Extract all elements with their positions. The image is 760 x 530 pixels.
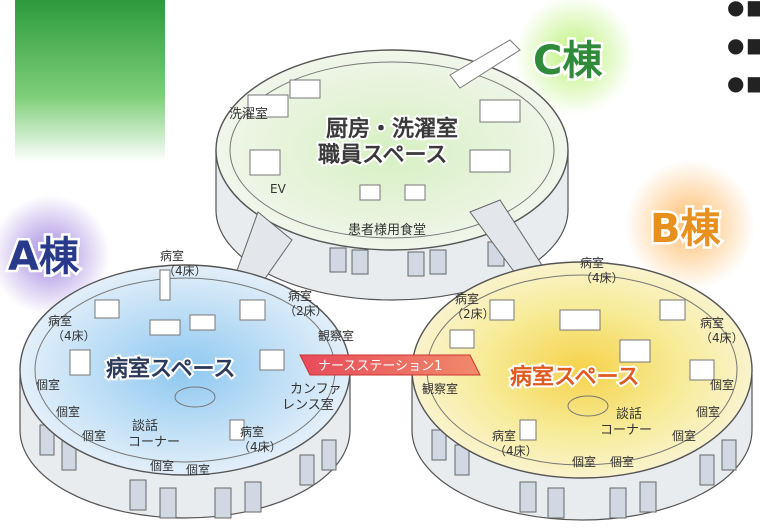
building-c-space-line2: 職員スペース	[318, 142, 447, 168]
b-room4-bottom: 病室	[492, 428, 516, 443]
b-room2: 病室	[455, 291, 479, 306]
building-b-title: B棟	[650, 206, 721, 252]
elevator-label: EV	[270, 182, 287, 196]
a-private-2: 個室	[56, 404, 80, 419]
b-room4-bottom-sub: （4床）	[494, 444, 538, 458]
building-c-title: C棟	[533, 38, 603, 84]
a-room4-bottom-sub: （4床）	[238, 440, 282, 454]
a-room2: 病室	[288, 288, 312, 303]
a-private-4: 個室	[150, 458, 174, 473]
building-a-space: 病室スペース	[106, 356, 235, 382]
b-private-2: 個室	[696, 404, 720, 419]
a-lounge-1: 談話	[132, 418, 158, 434]
b-room4-top-sub: （4床）	[580, 271, 624, 285]
building-b-space: 病室スペース	[510, 364, 639, 390]
legend-bullet: ●	[727, 71, 744, 95]
header-accent-bar	[15, 0, 165, 162]
b-private-3: 個室	[672, 428, 696, 443]
glow-a	[0, 195, 110, 315]
nurse-station-label: ナースステーション1	[318, 359, 442, 374]
a-conference-1: カンファ	[290, 382, 342, 397]
legend-fragment: ● ■ ● ■ ● ■	[727, 0, 760, 95]
b-observation: 観察室	[422, 381, 458, 396]
a-room4-left-sub: （4床）	[52, 329, 96, 343]
b-room4-right: 病室	[700, 315, 724, 330]
a-observation: 観察室	[318, 328, 354, 343]
building-c: C棟 厨房・洗濯室 職員スペース 洗濯室 EV 患者様用食堂	[215, 36, 606, 301]
a-room4-left: 病室	[48, 313, 72, 328]
b-private-4: 個室	[572, 454, 596, 469]
legend-bullet: ●	[727, 33, 744, 57]
b-lounge-1: 談話	[616, 406, 642, 422]
laundry-room-label: 洗濯室	[229, 106, 268, 122]
b-room2-sub: （2床）	[451, 307, 495, 321]
b-private-1: 個室	[710, 377, 734, 392]
b-room4-top: 病室	[580, 255, 604, 270]
a-room2-sub: （2床）	[284, 304, 328, 318]
building-b: B棟 病室スペース 病室 （4床） 病室 （2床） 病室 （4床） 観察室 談話…	[411, 204, 753, 521]
a-private-5: 個室	[186, 462, 210, 477]
legend-char: ■	[746, 0, 760, 19]
building-a: A棟 病室スペース 病室 （4床） 病室 （4床） 病室 （2床） 観察室 カン…	[6, 232, 354, 519]
b-private-5: 個室	[610, 454, 634, 469]
a-room4-top-sub: （4床）	[163, 264, 207, 278]
b-lounge-2: コーナー	[600, 423, 652, 438]
a-private-1: 個室	[36, 377, 60, 392]
legend-bullet: ●	[727, 0, 744, 19]
nurse-station: ナースステーション1	[299, 354, 481, 376]
a-lounge-2: コーナー	[128, 435, 180, 450]
b-room4-right-sub: （4床）	[700, 331, 744, 345]
glow-b	[625, 160, 755, 290]
a-conference-2: レンス室	[282, 397, 334, 413]
a-room4-top: 病室	[160, 248, 184, 263]
a-private-3: 個室	[82, 428, 106, 443]
a-room4-bottom: 病室	[240, 424, 264, 439]
legend-char: ■	[746, 71, 760, 95]
glow-c	[515, 0, 635, 115]
legend-char: ■	[746, 33, 760, 57]
building-a-title: A棟	[8, 234, 80, 280]
building-c-space-line1: 厨房・洗濯室	[326, 116, 458, 142]
dining-hall-label: 患者様用食堂	[348, 222, 426, 238]
